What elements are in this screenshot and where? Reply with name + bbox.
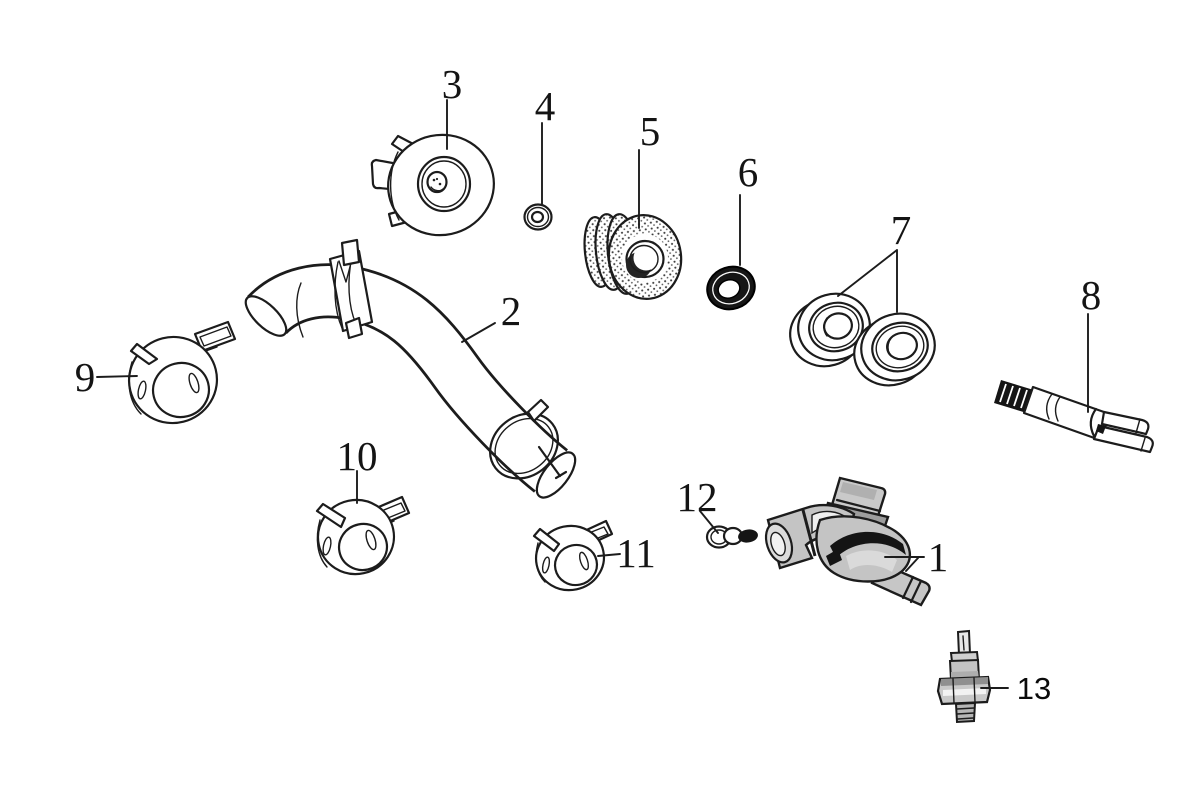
- part-label-1: 1: [928, 534, 949, 580]
- part-label-11: 11: [616, 530, 655, 576]
- hose-band-clamp: [328, 238, 374, 340]
- part-1-cock-assembly: 1: [764, 476, 949, 607]
- part-13-thermo-sensor: 13: [936, 629, 1051, 724]
- part-2-water-hose: 2: [244, 238, 577, 499]
- part-label-7: 7: [891, 207, 912, 253]
- hose-open-end-right: [535, 451, 577, 499]
- part-12-bolt: 12: [677, 474, 758, 549]
- part-7-bearing-set: 7: [789, 207, 936, 387]
- part-label-8: 8: [1081, 272, 1102, 318]
- hose-open-end-left: [244, 295, 288, 337]
- part-label-4: 4: [535, 83, 556, 129]
- part-label-9: 9: [75, 354, 96, 400]
- part-11-hose-clamp: 11: [532, 519, 656, 592]
- part-label-2: 2: [501, 288, 522, 334]
- part-8-pump-shaft: 8: [994, 272, 1154, 454]
- part-4-washer: 4: [523, 83, 556, 231]
- part-5-mechanical-seal: 5: [583, 108, 683, 300]
- part-label-13: 13: [1017, 671, 1051, 706]
- part-label-5: 5: [640, 108, 661, 154]
- part-6-oil-seal: 6: [706, 149, 759, 311]
- hose-wire-clamp: [489, 398, 568, 480]
- part-label-10: 10: [337, 433, 378, 479]
- part-label-3: 3: [442, 61, 463, 107]
- part-label-6: 6: [738, 149, 759, 195]
- part-9-hose-clamp: 9: [75, 320, 237, 425]
- part-label-12: 12: [677, 474, 718, 520]
- part-10-hose-clamp: 10: [315, 433, 411, 576]
- part-3-impeller-cap: 3: [370, 61, 495, 237]
